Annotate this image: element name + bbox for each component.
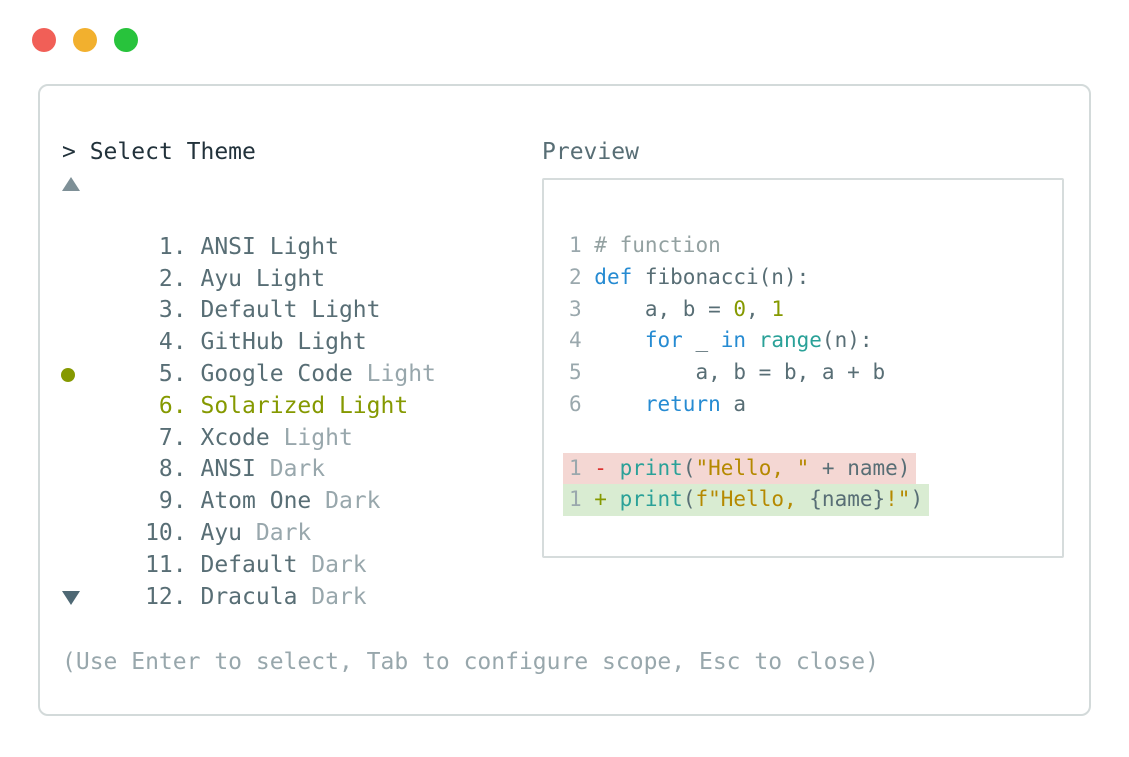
selected-bullet-icon xyxy=(61,367,75,382)
theme-list-item[interactable]: 3. Default Light xyxy=(62,264,512,323)
code-line: 4 for _ in range(n): xyxy=(569,328,873,353)
theme-list: 1. ANSI Light 2. Ayu Light 3. Default Li… xyxy=(61,200,512,610)
theme-list-item[interactable]: 10. Ayu Dark xyxy=(62,486,512,546)
page-title: > Select Theme xyxy=(62,136,512,168)
preview-label: Preview xyxy=(542,139,639,165)
theme-list-item[interactable]: 2. Ayu Light xyxy=(62,232,512,292)
theme-item-name: ANSI xyxy=(200,233,256,260)
theme-item-name: GitHub xyxy=(200,329,284,356)
minimize-button[interactable] xyxy=(73,28,97,52)
theme-item-variant: Dark xyxy=(311,488,381,515)
theme-item-variant: Light xyxy=(255,233,339,260)
theme-item-number: 6. xyxy=(117,392,201,419)
zoom-button[interactable] xyxy=(114,28,138,52)
theme-list-item[interactable]: 8. ANSI Dark xyxy=(62,423,512,482)
theme-item-number: 2. xyxy=(117,265,201,292)
theme-item-name: Xcode xyxy=(200,424,270,451)
theme-list-item[interactable]: 12. Dracula Dark xyxy=(62,550,512,610)
theme-item-name: Atom One xyxy=(200,488,312,515)
window-controls xyxy=(32,28,138,52)
theme-list-item[interactable]: 11. Default Dark xyxy=(62,518,512,578)
theme-item-number: 10. xyxy=(117,519,201,546)
code-line: 2 def fibonacci(n): xyxy=(569,264,810,289)
keyboard-hint: (Use Enter to select, Tab to configure s… xyxy=(62,649,879,675)
theme-item-number: 4. xyxy=(117,329,201,356)
theme-item-number: 11. xyxy=(117,551,201,578)
theme-item-name: Default xyxy=(200,551,298,578)
theme-item-variant: Dark xyxy=(297,551,367,578)
code-line: 1 # function xyxy=(569,233,721,257)
theme-item-number: 9. xyxy=(117,488,201,515)
theme-list-pane: > Select Theme 1. ANSI Light 2. Ayu Ligh… xyxy=(61,136,512,614)
code-lines: 1 # function 2 def fibonacci(n): 3 a, b … xyxy=(563,230,1062,517)
theme-item-variant: Light xyxy=(242,265,326,292)
theme-item-number: 8. xyxy=(117,456,201,483)
theme-item-number: 5. xyxy=(117,360,201,387)
theme-item-name: Google Code xyxy=(200,360,353,387)
theme-item-variant: Light xyxy=(352,360,436,387)
theme-list-item[interactable]: 6. Solarized Light xyxy=(61,359,512,419)
title-text: Select Theme xyxy=(89,139,256,165)
theme-list-item[interactable]: 9. Atom One Dark xyxy=(62,454,512,514)
theme-picker-window: > Select Theme 1. ANSI Light 2. Ayu Ligh… xyxy=(38,84,1091,716)
theme-list-item[interactable]: 1. ANSI Light xyxy=(62,200,512,260)
prompt-icon: > xyxy=(62,139,90,165)
theme-list-item[interactable]: 4. GitHub Light xyxy=(62,295,512,355)
theme-item-variant: Light xyxy=(283,329,367,356)
theme-item-name: Ayu xyxy=(200,265,243,292)
code-line: 6 return a xyxy=(569,391,747,416)
diff-removed-line: 1 - print("Hello, " + name) xyxy=(563,452,1062,485)
theme-list-item[interactable]: 7. Xcode Light xyxy=(62,391,512,451)
theme-item-name: Solarized xyxy=(200,392,326,419)
diff-added-line: 1 + print(f"Hello, {name}!") xyxy=(563,484,1062,517)
code-line xyxy=(563,421,1062,453)
scroll-up-row xyxy=(62,168,512,200)
scroll-down-row xyxy=(62,582,512,614)
theme-item-name: Default xyxy=(200,297,298,324)
theme-item-number: 1. xyxy=(117,233,201,260)
theme-list-item[interactable]: 5. Google Code Light xyxy=(62,327,512,387)
theme-item-number: 3. xyxy=(117,297,201,324)
theme-item-variant: Light xyxy=(297,297,381,324)
scroll-down-icon[interactable] xyxy=(62,590,80,605)
theme-item-number: 7. xyxy=(117,424,201,451)
theme-item-number: 12. xyxy=(117,583,201,610)
code-line: 3 a, b = 0, 1 xyxy=(569,296,784,321)
theme-item-variant: Light xyxy=(325,392,409,419)
theme-item-name: ANSI xyxy=(200,456,256,483)
theme-item-name: Dracula xyxy=(200,583,298,610)
theme-item-variant: Dark xyxy=(242,519,312,546)
scroll-up-icon[interactable] xyxy=(62,177,80,191)
theme-item-variant: Dark xyxy=(255,456,326,483)
code-preview: 1 # function 2 def fibonacci(n): 3 a, b … xyxy=(542,178,1064,558)
theme-item-variant: Light xyxy=(269,424,353,451)
theme-item-name: Ayu xyxy=(200,519,243,546)
code-line: 5 a, b = b, a + b xyxy=(569,360,886,385)
close-button[interactable] xyxy=(32,28,56,52)
theme-item-variant: Dark xyxy=(297,583,367,610)
